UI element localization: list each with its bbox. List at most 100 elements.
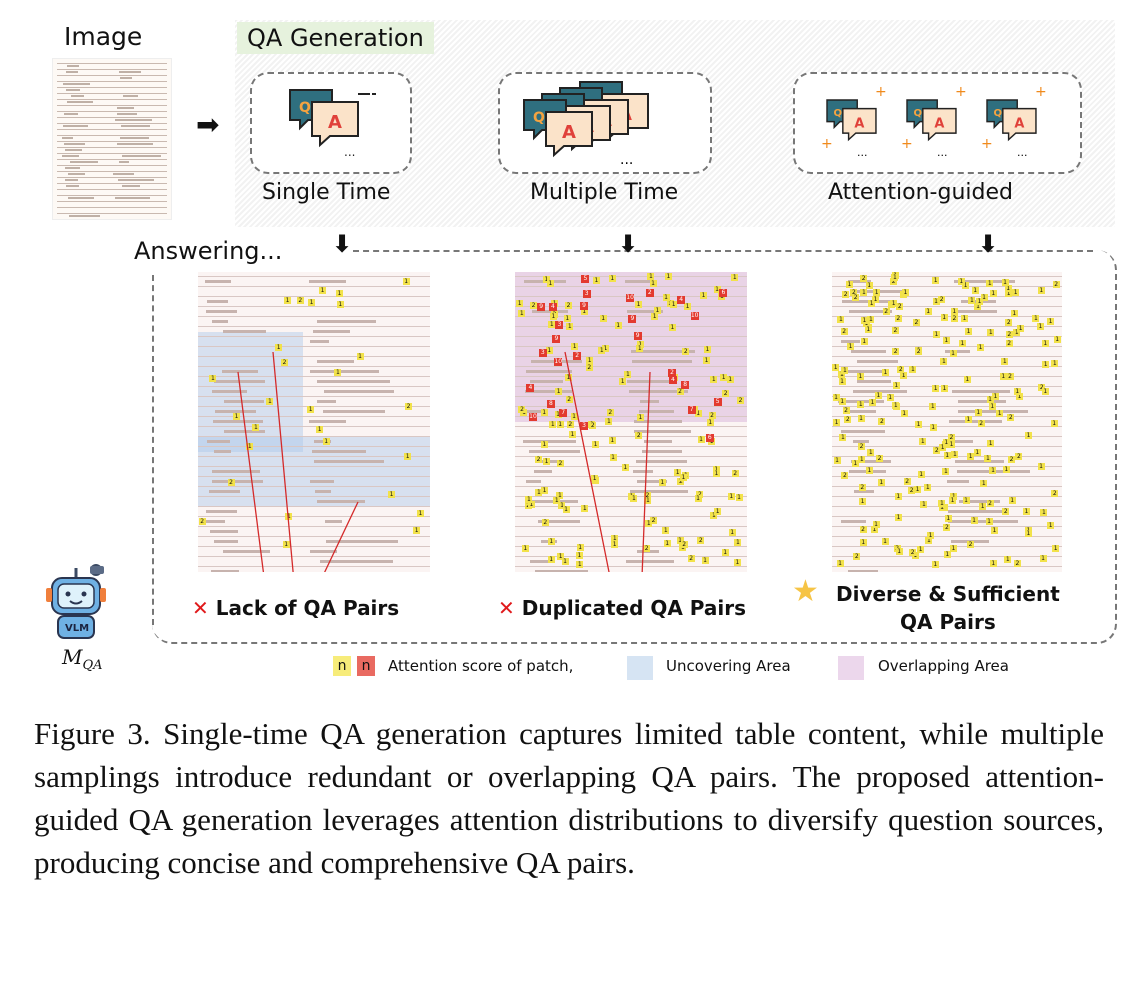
attention-patch-low: 1 (735, 494, 743, 502)
table-text (317, 500, 366, 503)
table-text (66, 65, 80, 67)
attention-patch-low: 2 (909, 548, 917, 556)
attention-patch-low: 1 (892, 402, 900, 410)
attention-patch-low: 1 (266, 398, 274, 406)
attention-patch-high: 10 (528, 413, 537, 422)
attention-patch-low: 1 (322, 437, 330, 445)
vlm-robot-icon: VLM (44, 560, 108, 646)
table-text (67, 197, 95, 199)
attention-patch-low: 1 (989, 290, 997, 298)
table-text (853, 390, 908, 393)
table-text (69, 161, 99, 163)
table-text (316, 400, 337, 403)
attention-patch-low: 2 (680, 540, 688, 548)
attention-patch-low: 1 (942, 336, 950, 344)
table-text (953, 280, 1015, 283)
attention-patch-low: 1 (570, 413, 578, 421)
attention-patch-low: 1 (540, 409, 548, 416)
svg-text:A: A (1014, 116, 1024, 131)
attention-patch-low: 1 (549, 312, 557, 320)
attention-patch-low: 1 (860, 288, 868, 296)
attention-patch-low: 1 (986, 395, 994, 403)
attention-patch-low: 1 (1008, 497, 1016, 505)
attention-patch-low: 2 (687, 554, 695, 562)
table-text (223, 400, 265, 403)
attention-patch-low: 1 (562, 505, 570, 513)
result-text-line1: Diverse & Sufficient (836, 582, 1060, 606)
attention-patch-low: 1 (901, 288, 909, 296)
attention-patch-low: 2 (731, 469, 739, 477)
table-rule (198, 346, 430, 347)
answering-border-left (152, 275, 154, 625)
attention-patch-low: 1 (838, 378, 846, 386)
table-text (625, 280, 655, 283)
table-text (632, 470, 654, 473)
attention-patch-high: 8 (681, 381, 690, 390)
qa-bubbles-stack-icon: Q A Q A Q A Q A... (523, 81, 649, 168)
table-text (959, 500, 1000, 503)
attention-patch-high: 7 (687, 405, 696, 414)
attention-patch-low: 1 (307, 405, 315, 413)
attention-patch-low: 1 (636, 414, 644, 422)
attention-patch-low: 2 (950, 315, 958, 323)
table-text (528, 500, 578, 503)
attention-patch-low: 1 (521, 545, 529, 553)
table-text (68, 173, 86, 175)
attention-patch-high: 9 (552, 335, 561, 344)
attention-patch-low: 2 (1015, 453, 1023, 461)
attention-patch-low: 1 (554, 410, 562, 418)
attention-patch-high: 2 (645, 289, 654, 298)
attention-patch-low: 1 (568, 430, 576, 438)
table-text (212, 320, 228, 323)
attention-patch-high: 3 (555, 320, 564, 329)
attention-patch-low: 1 (868, 398, 876, 406)
svg-text:Q: Q (533, 110, 545, 126)
table-text (845, 370, 884, 373)
attention-patch-low: 1 (679, 473, 687, 481)
attention-patch-low: 1 (986, 279, 994, 287)
table-text (851, 350, 887, 353)
attention-patch-low: 1 (987, 329, 995, 337)
attention-patch-low: 1 (516, 299, 524, 307)
svg-text:VLM: VLM (65, 623, 89, 634)
table-text (323, 390, 394, 393)
attention-patch-high: 2 (668, 369, 677, 378)
table-text (538, 520, 580, 523)
attention-patch-low: 1 (727, 492, 735, 500)
mode-label-single: Single Time (262, 180, 391, 205)
table-text (848, 280, 872, 283)
table-rule (198, 526, 430, 527)
attention-patch-high: 7 (559, 408, 568, 417)
attention-patch-low: 2 (722, 389, 730, 397)
attention-patch-low: 1 (555, 388, 563, 396)
table-rule (198, 396, 430, 397)
table-rule (832, 356, 1062, 357)
table-rule (57, 183, 167, 184)
table-rule (198, 516, 430, 517)
table-rule (515, 446, 747, 447)
attention-patch-low: 2 (635, 432, 643, 440)
attention-patch-low: 1 (929, 423, 937, 431)
table-text (119, 77, 132, 79)
attention-patch-low: 1 (1036, 323, 1044, 331)
table-text (115, 197, 151, 199)
table-rule (57, 75, 167, 76)
single-time-box: Q A ... (250, 72, 412, 174)
attention-patch-low: 1 (316, 425, 324, 433)
table-text (840, 340, 860, 343)
table-text (61, 137, 74, 139)
table-rule (57, 63, 167, 64)
attention-patch-low: 1 (851, 460, 859, 468)
table-text (205, 280, 232, 283)
attention-patch-low: 1 (915, 421, 923, 429)
table-rule (515, 566, 747, 567)
table-rule (832, 486, 1062, 487)
attention-patch-low: 2 (915, 348, 923, 356)
attention-patch-low: 2 (1005, 339, 1013, 347)
table-rule (57, 117, 167, 118)
attention-patch-low: 1 (592, 277, 600, 285)
table-text (117, 107, 135, 109)
table-rule (57, 123, 167, 124)
attention-patch-low: 1 (694, 409, 702, 417)
table-text (526, 410, 542, 413)
